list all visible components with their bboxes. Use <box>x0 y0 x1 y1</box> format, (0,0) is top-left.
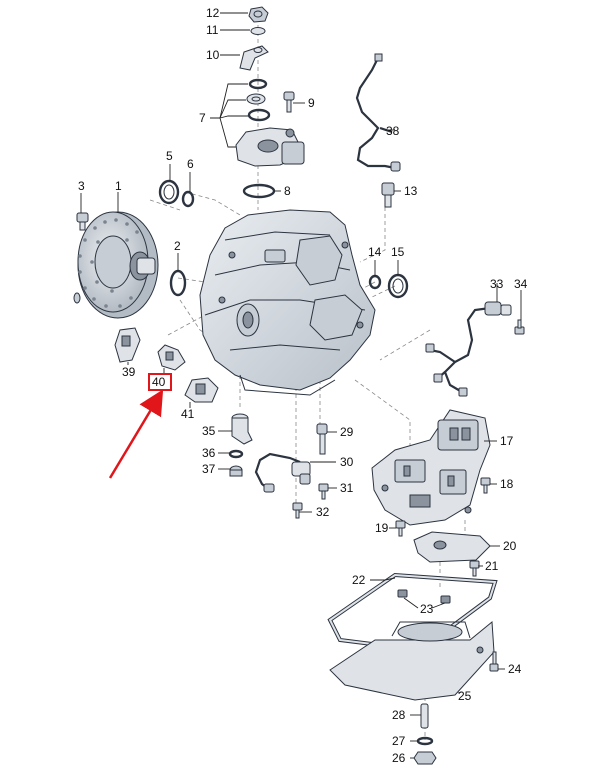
bolt-part-3 <box>76 212 89 231</box>
bracket-part-39 <box>114 327 141 363</box>
bolt-part-34 <box>514 319 525 335</box>
callout-40: 40 <box>152 375 166 389</box>
callout-27: 27 <box>392 734 406 748</box>
callout-33: 33 <box>490 277 504 291</box>
callout-8: 8 <box>284 184 291 198</box>
filter-plate-part-20 <box>413 531 491 563</box>
callout-22: 22 <box>352 573 366 587</box>
callout-labels: 12 11 10 9 7 38 5 6 3 1 8 13 2 14 15 33 … <box>78 6 528 765</box>
callout-10: 10 <box>206 48 220 62</box>
callout-41: 41 <box>181 407 195 421</box>
torque-converter-part-1 <box>73 211 159 319</box>
callout-5: 5 <box>166 149 173 163</box>
pipe-elbow-part-35 <box>231 413 253 445</box>
bolt-part-21 <box>469 560 480 577</box>
gasket-part-22 <box>327 572 498 653</box>
callout-39: 39 <box>122 365 136 379</box>
bolt-part-24 <box>489 651 499 672</box>
callout-15: 15 <box>391 245 405 259</box>
callout-36: 36 <box>202 446 216 460</box>
highlight-arrow <box>108 389 164 479</box>
plug-part-37 <box>229 465 243 477</box>
callout-20: 20 <box>503 539 517 553</box>
sensor-harness-part-33 <box>425 301 512 397</box>
bracket-part-40 <box>157 344 186 371</box>
callout-12: 12 <box>206 6 220 20</box>
bolt-part-31 <box>318 483 329 500</box>
magnet-part-23b <box>440 595 451 604</box>
seal-ring-middle <box>246 93 266 105</box>
callout-29: 29 <box>340 425 354 439</box>
callout-14: 14 <box>368 245 382 259</box>
drain-plug-part-26 <box>413 751 437 765</box>
valve-body-part-17 <box>371 409 491 526</box>
callout-21: 21 <box>485 559 499 573</box>
sensor-cable-part-38 <box>355 53 401 172</box>
callout-1: 1 <box>115 179 122 193</box>
o-ring-part-36 <box>228 449 244 459</box>
seal-part-15 <box>387 273 409 299</box>
callout-31: 31 <box>340 481 354 495</box>
washer-part-11 <box>250 27 266 35</box>
bolt-part-19 <box>395 520 406 537</box>
converter-lug-pattern <box>78 218 139 308</box>
o-ring-part-8 <box>242 183 276 199</box>
callout-13: 13 <box>404 184 418 198</box>
tube-part-28 <box>420 703 429 729</box>
callout-17: 17 <box>500 434 514 448</box>
o-ring-upper <box>248 78 268 90</box>
callout-18: 18 <box>500 477 514 491</box>
callout-34: 34 <box>514 277 528 291</box>
bolt-part-18 <box>480 477 491 494</box>
bolt-part-32 <box>292 502 303 519</box>
callout-leaders <box>80 12 522 759</box>
bolt-part-9 <box>283 91 295 113</box>
callout-24: 24 <box>508 662 522 676</box>
callout-25: 25 <box>458 689 472 703</box>
seal-part-2 <box>169 269 187 297</box>
seal-part-5 <box>158 179 180 205</box>
callout-32: 32 <box>316 505 330 519</box>
sensor-part-13 <box>381 182 395 208</box>
callout-35: 35 <box>202 424 216 438</box>
callout-6: 6 <box>187 157 194 171</box>
o-ring-lower <box>247 108 271 122</box>
bracket-part-41 <box>184 377 219 403</box>
callout-26: 26 <box>392 751 406 765</box>
callout-3: 3 <box>78 179 85 193</box>
callout-28: 28 <box>392 708 406 722</box>
callout-30: 30 <box>340 455 354 469</box>
transmission-case <box>199 209 376 396</box>
callout-7: 7 <box>199 111 206 125</box>
bracket-part-10 <box>239 45 269 71</box>
callout-2: 2 <box>174 239 181 253</box>
sensor-module <box>235 127 305 167</box>
callout-19: 19 <box>375 521 389 535</box>
o-ring-part-27 <box>416 736 434 746</box>
callout-38: 38 <box>386 124 400 138</box>
callout-37: 37 <box>202 462 216 476</box>
callout-9: 9 <box>308 96 315 110</box>
nut-part-12 <box>248 6 269 23</box>
magnet-part-23a <box>397 589 408 598</box>
sensor-harness-part-30 <box>254 452 311 493</box>
ring-part-6 <box>181 190 195 208</box>
callout-11: 11 <box>206 23 219 37</box>
callout-23: 23 <box>420 602 434 616</box>
sensor-part-29 <box>316 423 328 455</box>
